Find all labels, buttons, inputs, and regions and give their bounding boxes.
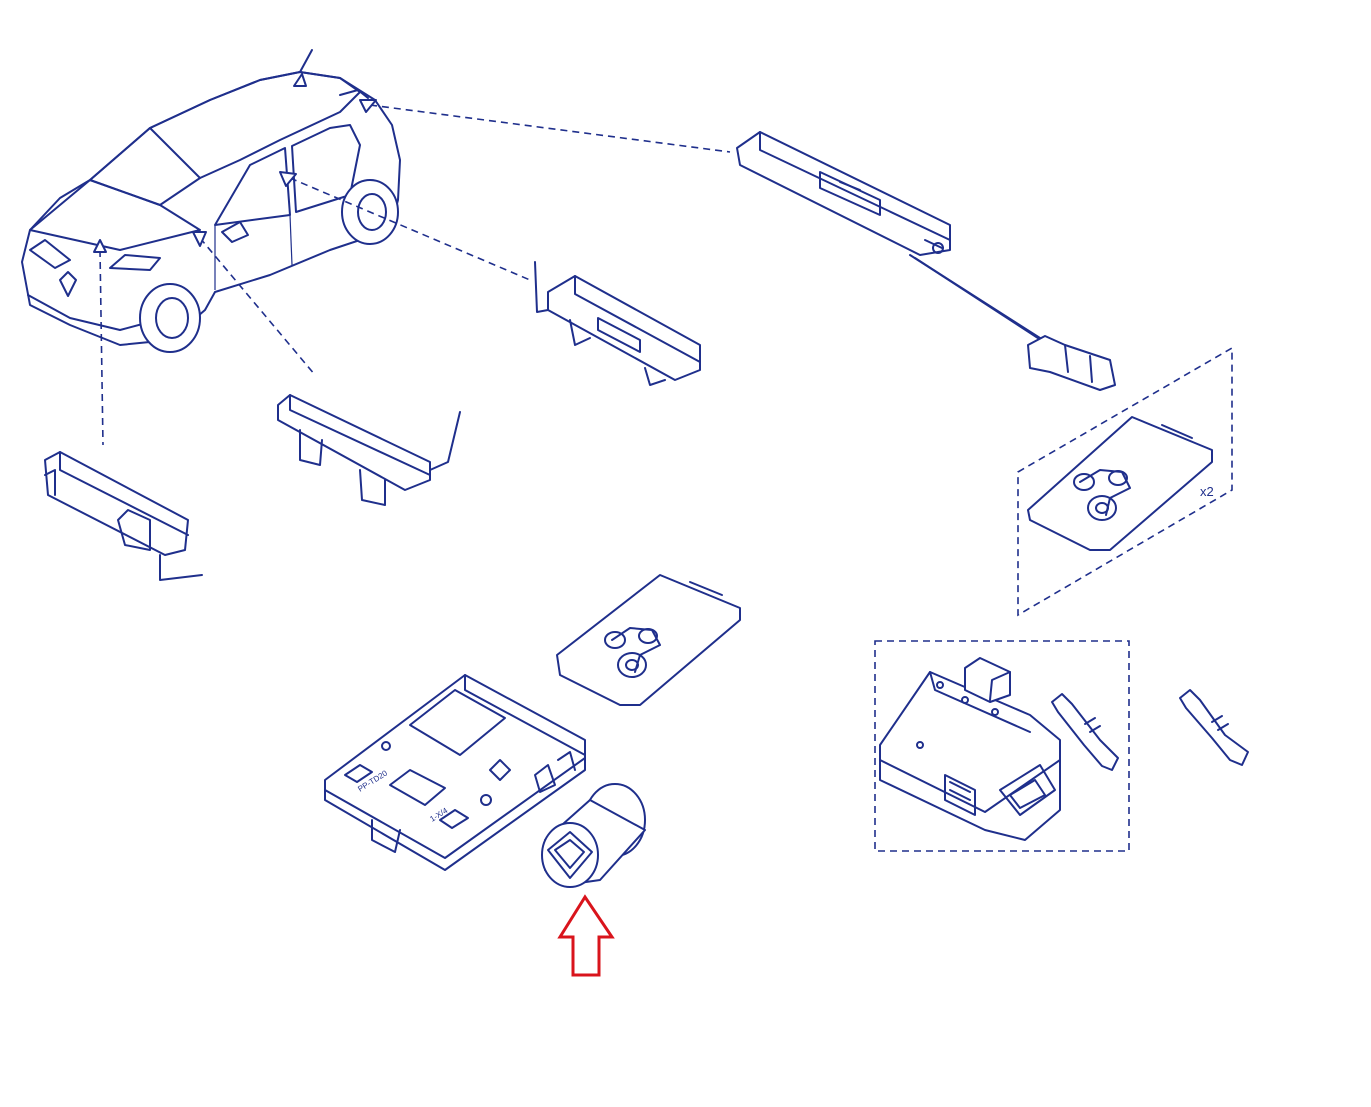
connector-door-antenna <box>199 237 316 376</box>
card-set-frame <box>1017 346 1233 617</box>
side-antenna-module <box>534 261 701 386</box>
control-unit: PP-TD20 1-X/4 <box>324 674 586 871</box>
key-blade-2 <box>1179 689 1249 766</box>
rear-antenna-module <box>736 131 1116 391</box>
front-antenna-module <box>44 451 203 581</box>
connector-side-antenna <box>289 177 531 281</box>
connector-lines <box>93 99 731 446</box>
key-card-set: x2 <box>1017 346 1233 617</box>
lock-set-frame <box>874 640 1130 852</box>
key-blade-1 <box>1051 693 1119 771</box>
car-illustration <box>21 49 401 353</box>
card-reader-socket <box>541 783 646 888</box>
card-quantity-label: x2 <box>1200 484 1214 499</box>
ignition-lock-assembly <box>874 640 1130 852</box>
key-card-center <box>556 574 741 706</box>
connector-front-antenna <box>99 249 104 446</box>
door-antenna-module <box>277 394 461 506</box>
connector-rear-antenna <box>369 104 731 153</box>
highlight-arrow <box>557 894 615 977</box>
